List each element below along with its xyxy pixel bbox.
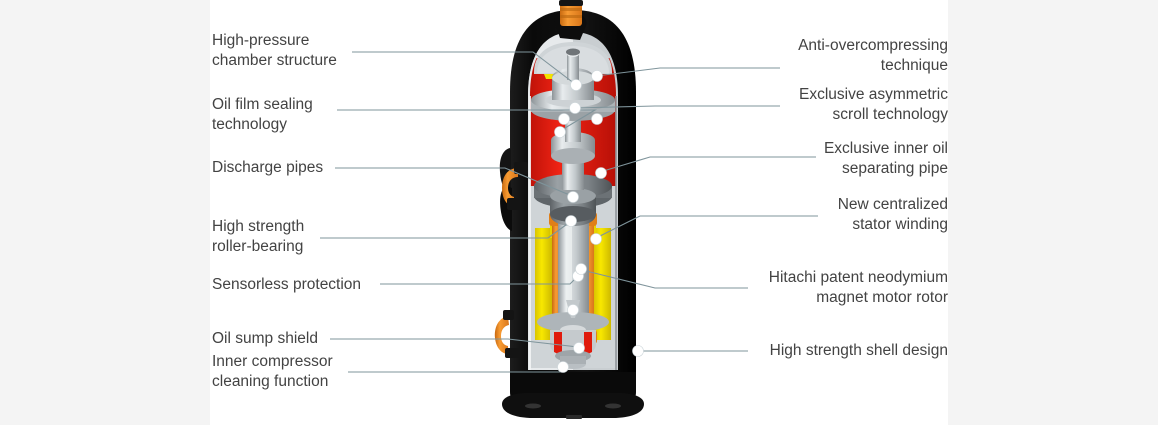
- label-hitachi-patent-neodymium-magnet-motor-rotor: Hitachi patent neodymium magnet motor ro…: [768, 269, 948, 306]
- label-oil-sump-shield: Oil sump shield: [212, 330, 318, 347]
- top-discharge-pipe: [554, 0, 587, 41]
- label-exclusive-asymmetric-scroll-technology: Exclusive asymmetric scroll technology: [799, 86, 948, 123]
- label-sensorless-protection: Sensorless protection: [212, 276, 362, 293]
- scroll-compressor-illustration: [494, 0, 644, 419]
- label-new-centralized-stator-winding: New centralized stator winding: [837, 196, 948, 233]
- label-anti-overcompressing-technique: Anti-overcompressing technique: [798, 37, 948, 74]
- label-high-strength-roller-bearing: High strength roller-bearing: [212, 218, 305, 255]
- label-high-strength-shell-design: High strength shell design: [769, 342, 948, 359]
- label-exclusive-inner-oil-separating-pipe: Exclusive inner oil separating pipe: [823, 140, 948, 177]
- label-inner-compressor-cleaning-function: Inner compressor cleaning function: [212, 353, 333, 390]
- mounting-base: [502, 372, 644, 419]
- label-oil-film-sealing-technology: Oil film sealing technology: [212, 96, 313, 133]
- label-high-pressure-chamber-structure: High-pressure chamber structure: [212, 32, 337, 69]
- label-discharge-pipes: Discharge pipes: [212, 159, 324, 176]
